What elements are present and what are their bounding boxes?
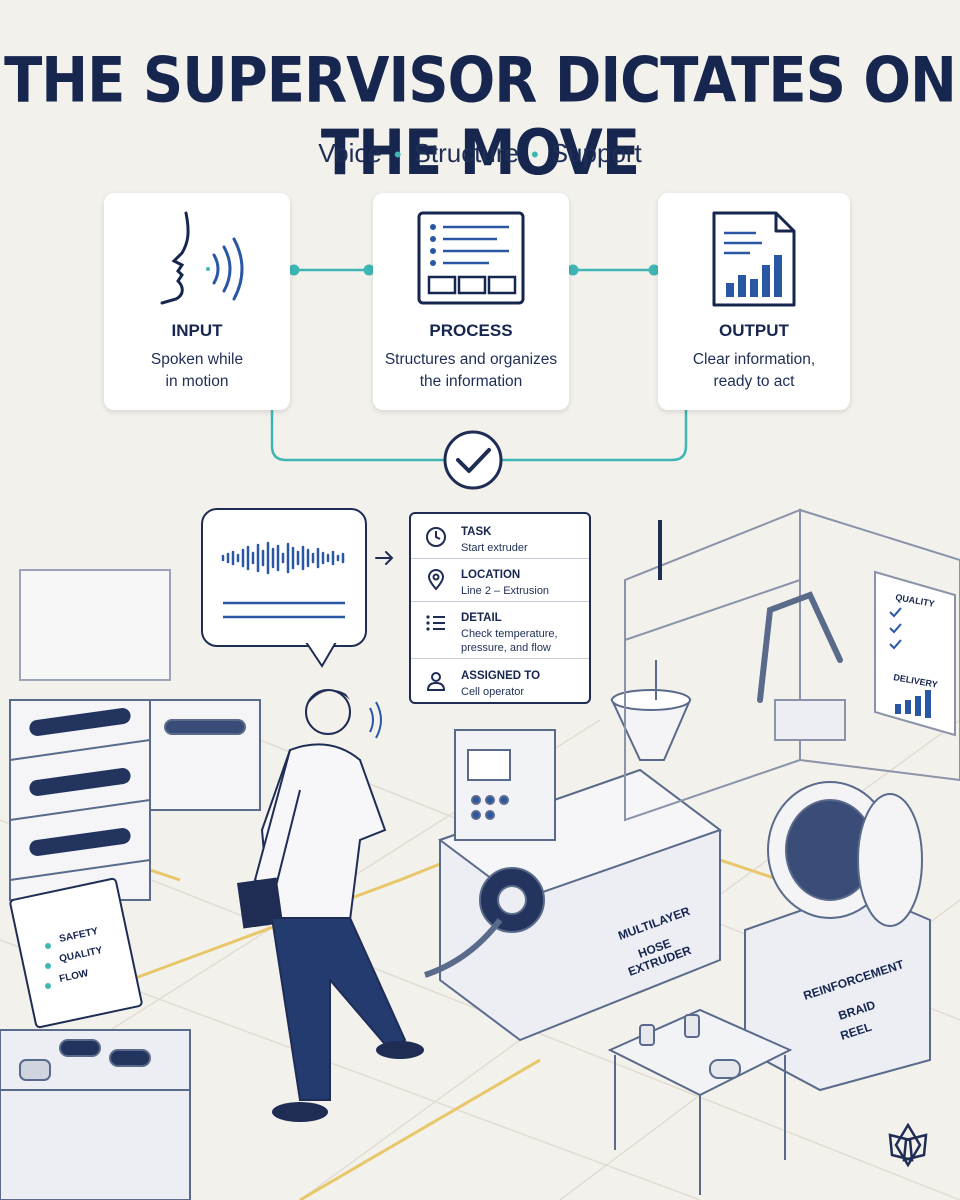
- supervisor-figure: [236, 689, 424, 1122]
- detail-row: DETAIL Check temperature, pressure, and f…: [411, 602, 589, 659]
- braid-reel: [744, 781, 931, 1092]
- step-card-output: OUTPUT Clear information, ready to act: [658, 193, 850, 410]
- task-label: TASK: [461, 526, 492, 538]
- step-card-input: INPUT Spoken while in motion: [104, 193, 290, 410]
- report-chart-icon: [712, 211, 796, 307]
- detail-label: DETAIL: [461, 612, 502, 624]
- subtitle-voice: Voice: [318, 138, 382, 168]
- soundwave-icon: [221, 541, 345, 619]
- list-icon: [426, 615, 445, 631]
- location-value: Line 2 – Extrusion: [461, 585, 550, 597]
- step-description: Clear information, ready to act: [668, 349, 840, 393]
- assigned-label: ASSIGNED TO: [461, 670, 541, 682]
- assigned-value: Cell operator: [461, 686, 524, 698]
- fittings-cart: [607, 1008, 793, 1195]
- step-desc-line-2: ready to act: [713, 373, 795, 390]
- detail-value-line-2: pressure, and flow: [461, 642, 551, 654]
- subtitle: Voice • Structure • Support: [0, 138, 960, 169]
- step-desc-line-1: Structures and organizes: [384, 351, 558, 368]
- structured-form-icon: [417, 211, 525, 305]
- location-pin-icon: [427, 569, 445, 591]
- subtitle-dot-2: •: [531, 142, 539, 167]
- robot-cell: [624, 508, 960, 822]
- speaking-head-icon: [160, 211, 244, 305]
- location-row: LOCATION Line 2 – Extrusion: [411, 559, 589, 602]
- subtitle-structure: Structure: [413, 138, 520, 168]
- checkmark-icon: [443, 430, 503, 490]
- structured-task-card: TASK Start extruder LOCATION Line 2 – Ex…: [409, 512, 591, 704]
- step-desc-line-2: the information: [419, 373, 523, 390]
- voice-speech-bubble: [201, 508, 367, 647]
- flow-connectors: [270, 264, 688, 490]
- step-label: PROCESS: [429, 321, 513, 340]
- step-description: Structures and organizes the information: [383, 349, 559, 393]
- safety-signboard: SAFETY QUALITY FLOW: [9, 877, 143, 1029]
- page-title: THE SUPERVISOR DICTATES ON THE MOVE: [4, 44, 957, 190]
- assigned-row: ASSIGNED TO Cell operator: [411, 660, 589, 702]
- step-label: OUTPUT: [719, 321, 789, 340]
- step-description: Spoken while in motion: [114, 349, 280, 393]
- person-icon: [426, 672, 446, 691]
- brand-logo-icon: [888, 1122, 928, 1168]
- detail-value-line-1: Check temperature,: [461, 628, 558, 640]
- step-desc-line-1: Spoken while: [150, 351, 244, 368]
- left-shelving: [9, 569, 261, 901]
- clock-icon: [426, 527, 446, 547]
- arrow-right-icon: [375, 551, 394, 565]
- task-value: Start extruder: [461, 542, 528, 554]
- step-label: INPUT: [171, 321, 223, 340]
- subtitle-dot-1: •: [393, 142, 402, 167]
- hose-extruder-machine: [424, 660, 723, 1042]
- step-card-process: PROCESS Structures and organizes the inf…: [373, 193, 569, 410]
- subtitle-support: Support: [550, 138, 642, 168]
- bubble-tail: [305, 551, 394, 668]
- detail-value: Check temperature, pressure, and flow: [461, 627, 581, 655]
- step-desc-line-1: Clear information,: [692, 351, 816, 368]
- parts-cart: [0, 1029, 191, 1200]
- wall-board: QUALITY DELIVERY: [874, 570, 956, 737]
- step-desc-line-2: in motion: [165, 373, 229, 390]
- task-row: TASK Start extruder: [411, 516, 589, 559]
- location-label: LOCATION: [461, 569, 521, 581]
